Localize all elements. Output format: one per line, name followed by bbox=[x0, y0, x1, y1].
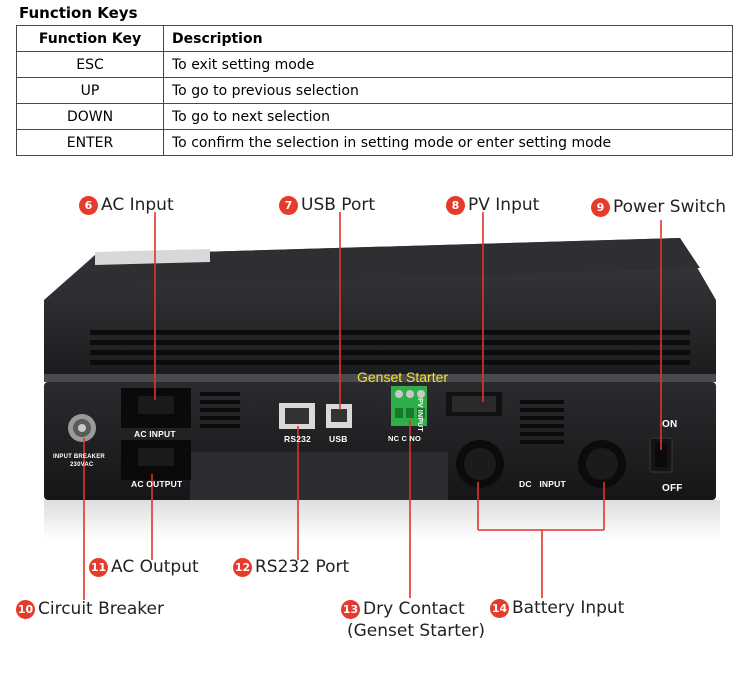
table-row: ENTER To confirm the selection in settin… bbox=[16, 129, 733, 156]
callout-label: AC Output bbox=[111, 557, 199, 577]
callout-number-badge: 8 bbox=[446, 195, 465, 215]
key-cell: ESC bbox=[16, 51, 164, 78]
key-cell: DOWN bbox=[16, 103, 164, 130]
callout-label: Dry Contact bbox=[363, 599, 465, 619]
callout-number-badge: 10 bbox=[16, 599, 35, 619]
callout-label: PV Input bbox=[468, 195, 540, 215]
callout-label: Battery Input bbox=[512, 598, 625, 618]
column-header-description: Description bbox=[163, 25, 733, 52]
callout-number-badge: 12 bbox=[233, 557, 252, 577]
callout-label: RS232 Port bbox=[255, 557, 350, 577]
callout-label: Power Switch bbox=[613, 197, 727, 217]
usb-panel-label: USB bbox=[329, 434, 348, 444]
callout-number-badge: 14 bbox=[490, 598, 509, 618]
description-cell: To exit setting mode bbox=[163, 51, 733, 78]
function-keys-table: Function Key Description ESC To exit set… bbox=[16, 25, 733, 156]
function-keys-title: Function Keys bbox=[19, 4, 138, 22]
dry-contact-panel-label: NC C NO bbox=[388, 434, 422, 443]
dc-input-panel-label: DC INPUT bbox=[519, 479, 566, 489]
key-cell: ENTER bbox=[16, 129, 164, 156]
pv-input-panel-label: PV INPUT bbox=[416, 398, 423, 432]
callout-number-badge: 7 bbox=[279, 195, 298, 215]
callout-ac-output: 11 AC Output bbox=[89, 557, 199, 577]
callout-number-badge: 11 bbox=[89, 557, 108, 577]
power-on-label: ON bbox=[662, 419, 678, 430]
ac-input-panel-label: AC INPUT bbox=[134, 429, 176, 439]
callout-pv-input: 8 PV Input bbox=[446, 195, 539, 215]
description-cell: To confirm the selection in setting mode… bbox=[163, 129, 733, 156]
power-off-label: OFF bbox=[662, 483, 683, 494]
callout-number-badge: 6 bbox=[79, 195, 98, 215]
genset-starter-label: Genset Starter bbox=[357, 369, 449, 385]
callout-sublabel: (Genset Starter) bbox=[347, 621, 486, 641]
callout-number-badge: 13 bbox=[341, 599, 360, 619]
table-header-row: Function Key Description bbox=[16, 25, 733, 52]
callout-battery-input: 14 Battery Input bbox=[490, 598, 624, 618]
callout-usb-port: 7 USB Port bbox=[279, 195, 375, 215]
callout-label: USB Port bbox=[301, 195, 376, 215]
breaker-label: INPUT BREAKER bbox=[53, 454, 105, 460]
description-cell: To go to next selection bbox=[163, 103, 733, 130]
callout-ac-input: 6 AC Input bbox=[79, 195, 174, 215]
breaker-rating-label: 230VAC bbox=[70, 462, 94, 468]
callout-power-switch: 9 Power Switch bbox=[591, 197, 726, 217]
ac-output-panel-label: AC OUTPUT bbox=[131, 479, 183, 489]
callout-circuit-breaker: 10 Circuit Breaker bbox=[16, 599, 164, 619]
rs232-panel-label: RS232 bbox=[284, 434, 311, 444]
column-header-function-key: Function Key bbox=[16, 25, 164, 52]
callout-label: Circuit Breaker bbox=[38, 599, 164, 619]
callout-number-badge: 9 bbox=[591, 197, 610, 217]
table-row: ESC To exit setting mode bbox=[16, 51, 733, 78]
table-row: DOWN To go to next selection bbox=[16, 103, 733, 130]
callout-rs232-port: 12 RS232 Port bbox=[233, 557, 349, 577]
callout-dry-contact: 13 Dry Contact (Genset Starter) bbox=[341, 599, 485, 641]
callout-label: AC Input bbox=[101, 195, 174, 215]
